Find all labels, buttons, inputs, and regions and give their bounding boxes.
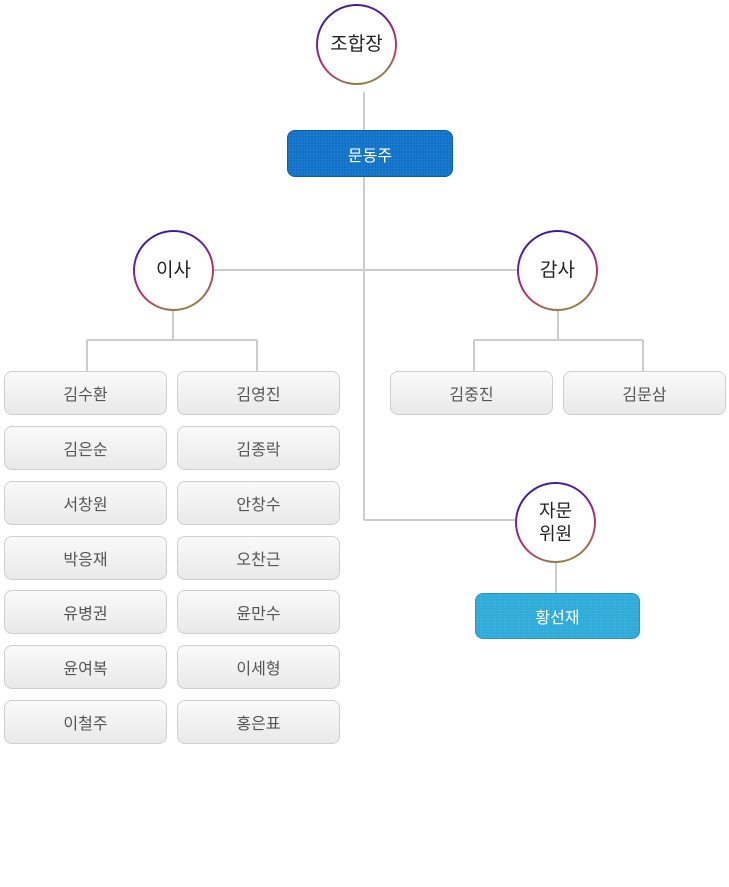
advisors-node: 자문 위원 <box>515 482 596 563</box>
auditor-member: 김중진 <box>390 371 553 415</box>
auditors-node: 감사 <box>517 230 598 311</box>
director-member: 안창수 <box>177 481 340 525</box>
director-member: 유병권 <box>4 590 167 634</box>
directors-title: 이사 <box>135 232 212 309</box>
director-member: 김종락 <box>177 426 340 470</box>
advisor-name-box: 황선재 <box>475 593 640 639</box>
director-member: 홍은표 <box>177 700 340 744</box>
director-member: 서창원 <box>4 481 167 525</box>
advisors-title: 자문 위원 <box>517 484 594 561</box>
chairman-node: 조합장 <box>316 4 397 85</box>
director-member: 오찬근 <box>177 536 340 580</box>
chairman-title: 조합장 <box>318 6 395 83</box>
director-member: 김수환 <box>4 371 167 415</box>
chairman-name-box: 문동주 <box>287 130 453 177</box>
director-member: 김영진 <box>177 371 340 415</box>
auditor-member: 김문삼 <box>563 371 726 415</box>
directors-node: 이사 <box>133 230 214 311</box>
auditors-title: 감사 <box>519 232 596 309</box>
director-member: 이철주 <box>4 700 167 744</box>
director-member: 윤만수 <box>177 590 340 634</box>
director-member: 김은순 <box>4 426 167 470</box>
director-member: 박응재 <box>4 536 167 580</box>
director-member: 윤여복 <box>4 645 167 689</box>
director-member: 이세형 <box>177 645 340 689</box>
